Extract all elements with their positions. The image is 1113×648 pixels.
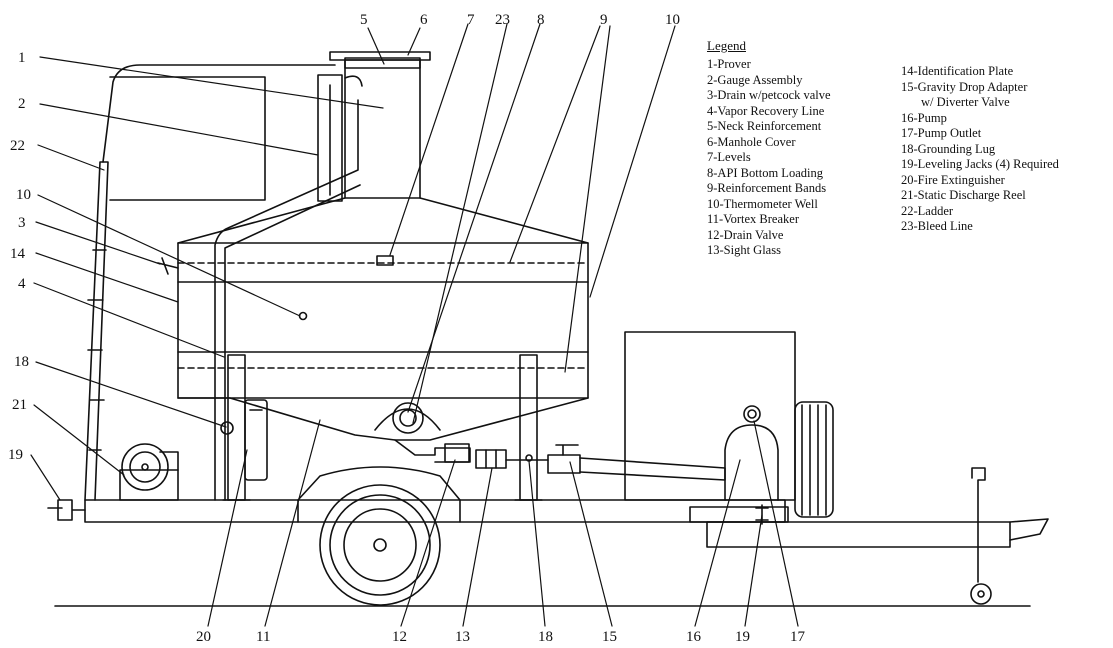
legend-item: 14-Identification Plate	[901, 64, 1014, 78]
legend-item: 11-Vortex Breaker	[707, 212, 799, 226]
callout-14: 14	[10, 246, 26, 262]
callout-10-right: 10	[665, 12, 680, 28]
jack-stand	[971, 467, 986, 583]
callout-23: 23	[495, 12, 510, 28]
drain-petcock-valve	[157, 257, 179, 275]
callout-numbers: 1 2 22 10 3 14 4 18 21 19 5 6 7 23 8 9 1…	[8, 12, 806, 645]
callout-22: 22	[10, 138, 25, 154]
legend-item: 7-Levels	[707, 150, 751, 164]
drain-pipe	[394, 439, 471, 463]
legend-item: w/ Diverter Valve	[921, 95, 1010, 109]
legend-item: 15-Gravity Drop Adapter	[901, 79, 1028, 94]
grounding-lug	[220, 421, 234, 435]
legend-column-2: 14-Identification Plate 15-Gravity Drop …	[901, 64, 1059, 235]
callout-5: 5	[360, 12, 368, 28]
pump-inlet-pipe	[579, 457, 726, 481]
callout-13: 13	[455, 629, 470, 645]
levels	[376, 255, 394, 266]
legend-item: 8-API Bottom Loading	[707, 165, 823, 180]
callout-19-left: 19	[8, 447, 23, 463]
legend-item: 16-Pump	[901, 110, 947, 125]
legend-item: 21-Static Discharge Reel	[901, 188, 1026, 202]
sight-glass	[475, 449, 507, 469]
pump	[724, 424, 779, 501]
legend-column-1: 1-Prover 2-Gauge Assembly 3-Drain w/petc…	[707, 57, 831, 259]
fire-extinguisher	[244, 399, 268, 481]
legend-item: 18-Grounding Lug	[901, 141, 996, 156]
callout-18-left: 18	[14, 354, 29, 370]
gravity-drop-adapter	[547, 454, 581, 474]
legend-item: 13-Sight Glass	[707, 243, 781, 257]
vapor-recovery-line	[214, 99, 361, 501]
callout-4: 4	[18, 276, 26, 292]
ladder	[84, 161, 109, 501]
axle-fender	[297, 466, 461, 523]
callout-20: 20	[196, 629, 211, 645]
legend-item: 9-Reinforcement Bands	[707, 181, 827, 195]
callout-8: 8	[537, 12, 545, 28]
legend-item: 6-Manhole Cover	[707, 134, 796, 149]
legend-item: 12-Drain Valve	[707, 227, 784, 242]
callout-6: 6	[420, 12, 428, 28]
trailer-frame	[84, 499, 786, 523]
callout-10-left: 10	[16, 187, 31, 203]
prover-cone-top	[177, 197, 589, 244]
jack-wheel	[970, 583, 992, 605]
callout-19-bottom: 19	[735, 629, 750, 645]
legend: Legend 1-Prover 2-Gauge Assembly 3-Drain…	[707, 38, 1107, 278]
legend-item: 3-Drain w/petcock valve	[707, 88, 831, 102]
callout-9: 9	[600, 12, 608, 28]
callout-3: 3	[18, 215, 26, 231]
api-bottom-loading	[374, 408, 441, 431]
pump-outlet	[743, 405, 761, 423]
trailer-wheel	[319, 484, 441, 606]
leveling-jack-left	[47, 499, 86, 521]
legend-item: 4-Vapor Recovery Line	[707, 103, 825, 118]
static-discharge-reel	[121, 443, 169, 491]
pump-base-rail	[689, 506, 789, 523]
prover-neck	[344, 57, 421, 199]
vortex-breaker	[392, 402, 424, 434]
callout-11: 11	[256, 629, 270, 645]
pump-motor	[794, 401, 834, 518]
drain-valve	[444, 443, 470, 463]
callout-1: 1	[18, 50, 26, 66]
pump-housing	[624, 331, 796, 501]
legend-item: 19-Leveling Jacks (4) Required	[901, 157, 1059, 171]
callout-21: 21	[12, 397, 27, 413]
leveling-jack-body-left	[227, 354, 246, 501]
callout-2: 2	[18, 96, 26, 112]
legend-item: 22-Ladder	[901, 203, 954, 218]
legend-item: 10-Thermometer Well	[707, 196, 818, 211]
callout-7: 7	[467, 12, 475, 28]
legend-item: 17-Pump Outlet	[901, 126, 982, 140]
legend-item: 1-Prover	[707, 57, 751, 71]
trailer-tongue	[706, 521, 1011, 548]
tongue-tip	[1009, 518, 1049, 541]
leader-lines	[30, 23, 799, 627]
legend-title: Legend	[707, 38, 746, 53]
callout-18-bottom: 18	[538, 629, 553, 645]
callout-15: 15	[602, 629, 617, 645]
prover-cone-bottom	[177, 397, 589, 441]
legend-item: 20-Fire Extinguisher	[901, 172, 1005, 187]
legend-item: 23-Bleed Line	[901, 219, 973, 233]
callout-17: 17	[790, 629, 806, 645]
leveling-jack-body-right	[519, 354, 538, 501]
static-discharge-reel-base	[119, 469, 179, 501]
cabinet	[109, 76, 266, 201]
callout-12: 12	[392, 629, 407, 645]
bleed-line-rail	[102, 64, 336, 163]
gauge-assembly	[317, 74, 343, 202]
legend-item: 5-Neck Reinforcement	[707, 119, 822, 133]
legend-item: 2-Gauge Assembly	[707, 72, 803, 87]
callout-16: 16	[686, 629, 702, 645]
prover-body	[177, 242, 589, 399]
